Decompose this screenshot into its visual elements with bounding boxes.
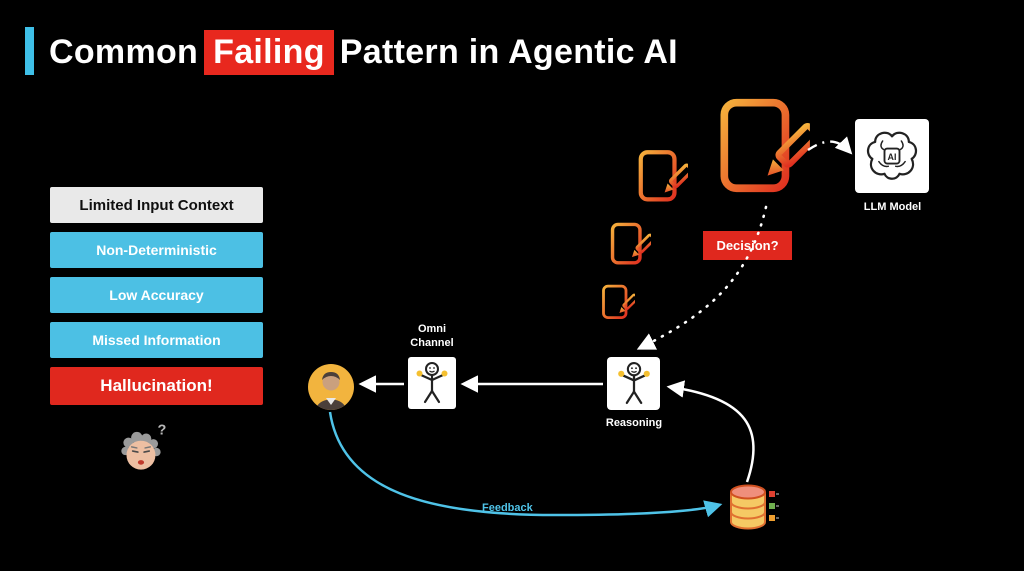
document-pencil-icon-large <box>712 95 810 202</box>
decision-badge: Decision? <box>703 231 792 260</box>
issue-missed-information: Missed Information <box>50 322 263 358</box>
omni-channel-label-line1: Omni <box>417 323 447 335</box>
issue-list: Limited Input Context Non-Deterministic … <box>50 187 263 414</box>
arrow-database-to-reasoning <box>666 380 755 483</box>
feedback-label: Feedback <box>482 502 533 514</box>
document-pencil-icon-small-2 <box>607 221 651 269</box>
arrow-document-to-llm-dashdot <box>807 136 853 155</box>
issue-limited-input-context: Limited Input Context <box>50 187 263 223</box>
issue-hallucination: Hallucination! <box>50 367 263 405</box>
omni-channel-box <box>408 357 456 409</box>
svg-text:?: ? <box>158 422 167 438</box>
failing-highlight: Failing <box>204 30 334 75</box>
omni-channel-label-line2: Channel <box>410 337 454 350</box>
llm-model-box: AI <box>855 119 929 193</box>
reasoning-label: Reasoning <box>605 417 663 429</box>
document-pencil-icon-small-3 <box>599 283 635 323</box>
arrow-documents-to-reasoning-dotted <box>636 205 768 350</box>
stick-figure-icon-reasoning <box>613 360 655 407</box>
title-text-post: Pattern in Agentic AI <box>339 33 678 71</box>
reasoning-box <box>607 357 660 410</box>
user-avatar <box>308 364 354 410</box>
title-text-pre: Common <box>49 33 199 71</box>
title-accent-bar <box>25 27 34 75</box>
ai-chip-label: AI <box>888 152 897 162</box>
brain-ai-icon: AI <box>866 131 918 180</box>
llm-model-label: LLM Model <box>863 201 922 213</box>
issue-non-deterministic: Non-Deterministic <box>50 232 263 268</box>
document-pencil-icon-small-1 <box>634 148 688 207</box>
database-icon <box>726 483 780 533</box>
confused-person-icon: ? <box>114 420 170 480</box>
stick-figure-icon-omni <box>412 360 452 406</box>
omni-channel-label: Omni Channel <box>400 322 464 351</box>
issue-low-accuracy: Low Accuracy <box>50 277 263 313</box>
